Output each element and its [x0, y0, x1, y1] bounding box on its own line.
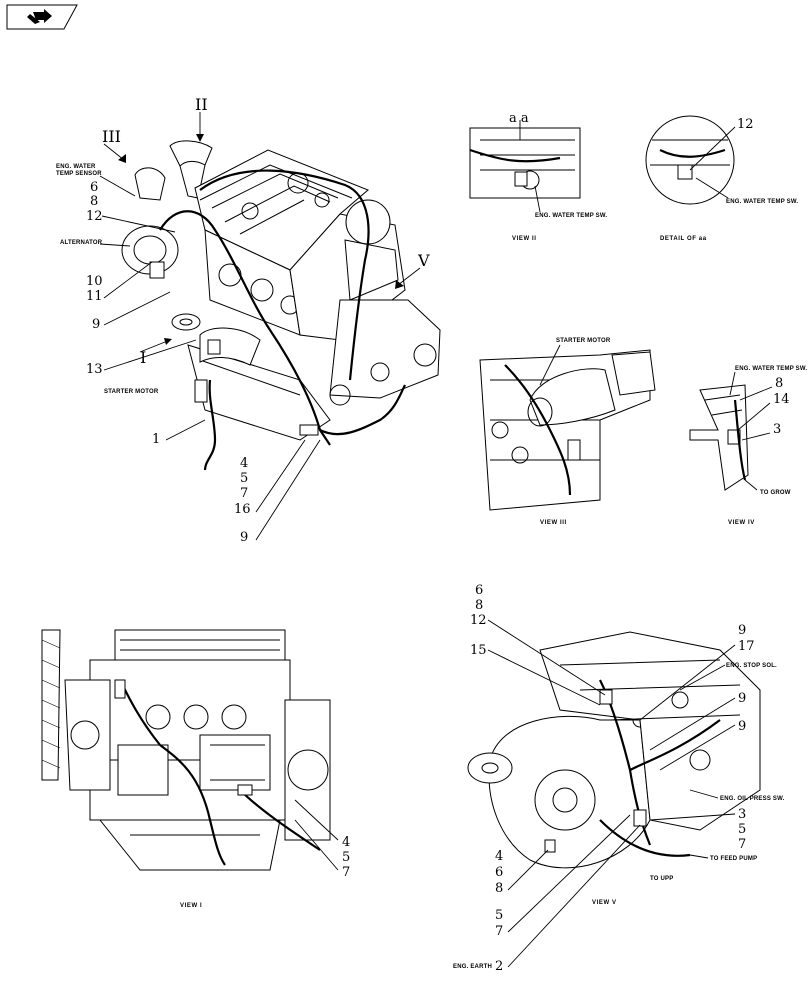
main-engine-view: II III I V ENG. WATER TEMP SENSOR ALTERN… — [56, 95, 441, 545]
callout: 10 — [86, 274, 103, 289]
back-arrow-icon — [6, 4, 78, 30]
callout: 5 — [240, 471, 248, 486]
view-iii: STARTER MOTOR VIEW III — [479, 338, 656, 526]
view-iv-title: VIEW IV — [728, 520, 755, 526]
callout: 8 — [475, 598, 483, 613]
callout: 8 — [775, 376, 783, 391]
view-ii-title: VIEW II — [512, 236, 537, 242]
label-water-temp-2: TEMP SENSOR — [56, 171, 102, 177]
label-water-temp-sw-detail: ENG. WATER TEMP SW. — [726, 199, 798, 205]
detail-aa-title: DETAIL OF aa — [660, 236, 707, 242]
callout: 12 — [737, 117, 754, 132]
callout: 4 — [495, 849, 503, 864]
callout: 13 — [86, 362, 103, 377]
view-iii-title: VIEW III — [540, 520, 567, 526]
label-eng-oil-press-sw: ENG. OIL PRESS SW. — [720, 796, 785, 802]
callout: 15 — [470, 643, 487, 658]
view-i-title: VIEW I — [180, 903, 202, 909]
view-ref-ii: II — [195, 95, 208, 114]
callout: 7 — [738, 837, 746, 852]
callout: 4 — [342, 835, 350, 850]
label-water-temp-sw: ENG. WATER TEMP SW. — [535, 213, 607, 219]
detail-mark-aa: a a — [509, 111, 529, 126]
label-eng-earth: ENG. EARTH — [453, 964, 492, 970]
label-to-feed-pump: TO FEED PUMP — [710, 856, 757, 862]
callout: 16 — [234, 502, 251, 517]
callout: 8 — [495, 881, 503, 896]
label-starter-motor: STARTER MOTOR — [104, 389, 159, 395]
callout: 14 — [773, 392, 790, 407]
label-alternator: ALTERNATOR — [60, 240, 103, 246]
detail-aa: 12 ENG. WATER TEMP SW. DETAIL OF aa — [645, 115, 798, 242]
callout: 7 — [342, 865, 350, 880]
callout: 3 — [773, 422, 781, 437]
callout: 6 — [90, 180, 98, 195]
callout: 9 — [92, 317, 100, 332]
callout: 7 — [495, 924, 503, 939]
view-ref-iii: III — [102, 127, 121, 146]
label-water-temp-1: ENG. WATER — [56, 164, 96, 170]
callout: 7 — [240, 486, 248, 501]
back-button[interactable] — [6, 4, 78, 30]
view-iv: ENG. WATER TEMP SW. 8 14 3 TO GROW VIEW … — [689, 366, 807, 526]
callout: 6 — [495, 865, 503, 880]
callout: 9 — [738, 719, 746, 734]
callout: 9 — [738, 623, 746, 638]
label-to-grow: TO GROW — [760, 490, 791, 496]
callout: 5 — [738, 822, 746, 837]
label-starter-motor-iii: STARTER MOTOR — [556, 338, 611, 344]
callout: 2 — [495, 959, 503, 974]
view-ii: a a ENG. WATER TEMP SW. VIEW II — [469, 111, 607, 242]
callout: 5 — [495, 908, 503, 923]
callout: 5 — [342, 850, 350, 865]
callout: 8 — [90, 194, 98, 209]
callout: 3 — [738, 807, 746, 822]
callout: 17 — [738, 639, 755, 654]
callout: 1 — [152, 432, 160, 447]
callout: 12 — [86, 209, 103, 224]
view-ref-v: V — [417, 251, 430, 270]
callout: 9 — [738, 691, 746, 706]
label-to-upp: TO UPP — [650, 876, 673, 882]
view-v: 6 8 12 15 9 17 9 9 3 5 7 ENG. STOP SOL. … — [453, 583, 785, 974]
label-eng-stop-sol: ENG. STOP SOL. — [726, 663, 777, 669]
view-v-title: VIEW V — [592, 900, 617, 906]
callout: 11 — [86, 289, 103, 304]
callout: 12 — [470, 613, 487, 628]
view-i: 4 5 7 VIEW I — [41, 629, 350, 909]
callout: 9 — [240, 530, 248, 545]
callout: 6 — [475, 583, 483, 598]
callout: 4 — [240, 456, 248, 471]
label-water-temp-sw-iv: ENG. WATER TEMP SW. — [735, 366, 807, 372]
